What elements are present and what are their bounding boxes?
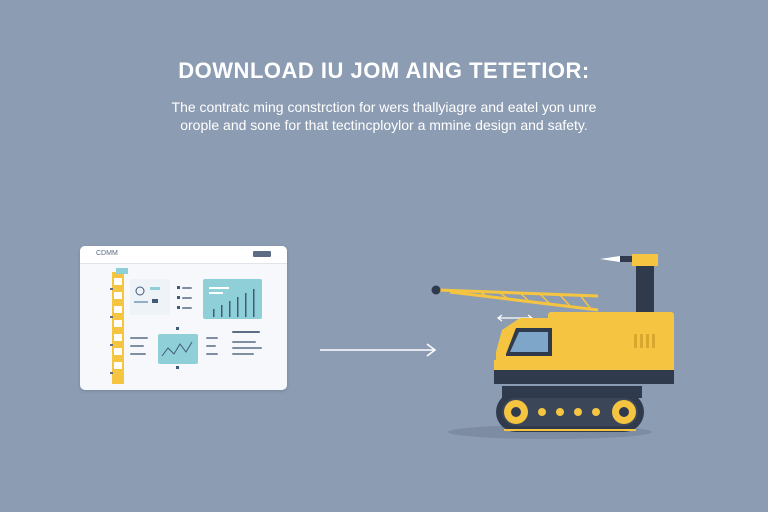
bar-chart-icon	[209, 287, 255, 317]
right-arrow-icon	[320, 343, 437, 357]
text-line	[182, 287, 192, 289]
text-line	[182, 297, 192, 299]
bullet-icon	[177, 296, 180, 299]
ladder-timeline-icon	[110, 268, 128, 384]
browser-logo: CDMM	[96, 250, 118, 257]
text-line	[232, 353, 254, 355]
text-line	[232, 341, 256, 343]
excavator-crane-icon	[431, 254, 674, 439]
text-line	[232, 347, 262, 349]
dashboard-panel-icons	[130, 279, 170, 315]
page-title: DOWNLOAD IU JOM AING TETETIOR:	[178, 58, 590, 83]
subtitle-line-1: The contratc ming constrction for wers t…	[171, 99, 597, 115]
page-subtitle: The contratc ming constrction for wers t…	[0, 98, 768, 134]
gear-icon	[134, 286, 160, 303]
line-chart-panel	[158, 334, 198, 364]
subtitle-line-2: orople and sone for that tectincploylor …	[180, 117, 588, 133]
text-line	[206, 353, 218, 355]
bar-chart-panel	[203, 279, 262, 319]
text-line	[130, 345, 144, 347]
text-line	[130, 337, 148, 339]
text-line	[206, 345, 216, 347]
line-chart-icon	[161, 341, 193, 357]
text-line	[232, 331, 260, 333]
bullet-icon	[177, 306, 180, 309]
marker-icon	[176, 327, 179, 330]
text-line	[182, 307, 192, 309]
browser-toolbar: CDMM	[80, 246, 287, 264]
browser-menu-button[interactable]	[253, 251, 271, 257]
text-line	[130, 353, 146, 355]
marker-icon	[176, 366, 179, 369]
bullet-icon	[177, 286, 180, 289]
text-line	[206, 337, 218, 339]
